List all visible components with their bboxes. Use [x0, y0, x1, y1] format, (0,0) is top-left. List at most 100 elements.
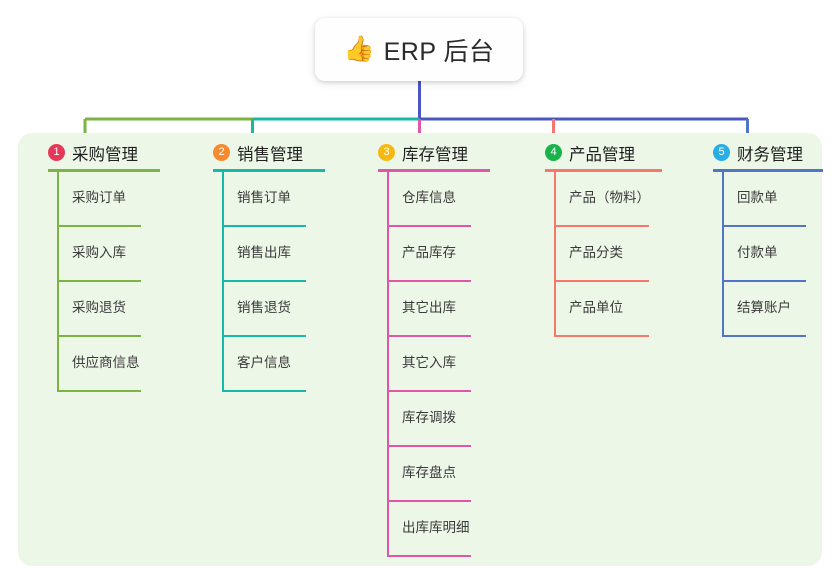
- branch-item[interactable]: 付款单: [698, 227, 822, 282]
- branch-item[interactable]: 销售出库: [198, 227, 363, 282]
- branch-item-rule: [554, 225, 649, 227]
- branch-header-rule-1: [48, 169, 160, 172]
- branch-item-label: 销售订单: [237, 190, 291, 205]
- branch-item-label: 库存盘点: [402, 465, 456, 480]
- branch-spine-4: [554, 172, 556, 337]
- branch-item-rule: [222, 280, 306, 282]
- branch-item-rule: [387, 500, 471, 502]
- branch-item[interactable]: 仓库信息: [363, 172, 530, 227]
- branch-item-rule: [57, 335, 141, 337]
- branch-item-rule: [222, 390, 306, 392]
- branch-item[interactable]: 出库库明细: [363, 502, 530, 557]
- branch-header-rule-5: [713, 169, 823, 172]
- thumbs-up-icon: 👍: [343, 35, 375, 63]
- branch-item[interactable]: 库存盘点: [363, 447, 530, 502]
- branch-item[interactable]: 销售订单: [198, 172, 363, 227]
- branch-item-label: 销售退货: [237, 300, 291, 315]
- branch-item[interactable]: 销售退货: [198, 282, 363, 337]
- branch-badge-4: 4: [545, 144, 562, 161]
- branch-item-rule: [57, 390, 141, 392]
- branch-item-rule: [57, 280, 141, 282]
- branch-title-2: 销售管理: [237, 145, 303, 164]
- branch-header-3[interactable]: 3 库存管理: [363, 133, 530, 172]
- branch-badge-1: 1: [48, 144, 65, 161]
- branch-item[interactable]: 客户信息: [198, 337, 363, 392]
- branch-item[interactable]: 其它入库: [363, 337, 530, 392]
- branch-column-1: 1 采购管理采购订单采购入库采购退货供应商信息: [33, 133, 198, 392]
- branch-title-1: 采购管理: [72, 145, 138, 164]
- branch-spine-5: [722, 172, 724, 337]
- branch-item-rule: [387, 390, 471, 392]
- root-node[interactable]: 👍 ERP 后台: [315, 18, 523, 81]
- branch-item-label: 产品库存: [402, 245, 456, 260]
- branch-item-label: 客户信息: [237, 355, 291, 370]
- branch-items-3: 仓库信息产品库存其它出库其它入库库存调拨库存盘点出库库明细: [363, 172, 530, 557]
- branch-item[interactable]: 供应商信息: [33, 337, 198, 392]
- branch-header-rule-3: [378, 169, 490, 172]
- branch-item-label: 结算账户: [737, 300, 791, 315]
- branch-title-5: 财务管理: [737, 145, 803, 164]
- branch-item-rule: [387, 555, 471, 557]
- branch-item[interactable]: 产品（物料）: [530, 172, 698, 227]
- branch-badge-3: 3: [378, 144, 395, 161]
- branch-spine-1: [57, 172, 59, 392]
- branch-item-rule: [387, 335, 471, 337]
- branch-spine-3: [387, 172, 389, 557]
- branch-header-1[interactable]: 1 采购管理: [33, 133, 198, 172]
- branch-item-label: 采购退货: [72, 300, 126, 315]
- branch-title-4: 产品管理: [569, 145, 635, 164]
- branch-item-label: 产品单位: [569, 300, 623, 315]
- branch-items-2: 销售订单销售出库销售退货客户信息: [198, 172, 363, 392]
- branch-item-label: 库存调拨: [402, 410, 456, 425]
- branch-title-3: 库存管理: [402, 145, 468, 164]
- branch-items-1: 采购订单采购入库采购退货供应商信息: [33, 172, 198, 392]
- branch-item-label: 采购入库: [72, 245, 126, 260]
- branch-item-label: 销售出库: [237, 245, 291, 260]
- branch-column-4: 4 产品管理产品（物料） 产品分类产品单位: [530, 133, 698, 337]
- branch-item-rule: [554, 280, 649, 282]
- branch-header-4[interactable]: 4 产品管理: [530, 133, 698, 172]
- branch-column-5: 5 财务管理回款单付款单结算账户: [698, 133, 823, 337]
- branch-item[interactable]: 其它出库: [363, 282, 530, 337]
- branch-item[interactable]: 产品分类: [530, 227, 698, 282]
- branch-item[interactable]: 产品单位: [530, 282, 698, 337]
- branch-header-rule-2: [213, 169, 325, 172]
- branch-item-label: 采购订单: [72, 190, 126, 205]
- branch-item[interactable]: 采购退货: [33, 282, 198, 337]
- branch-item[interactable]: 回款单: [698, 172, 822, 227]
- branch-item-rule: [722, 225, 806, 227]
- branch-item-rule: [722, 280, 806, 282]
- branch-item[interactable]: 采购入库: [33, 227, 198, 282]
- branch-item-rule: [554, 335, 649, 337]
- branch-item-rule: [222, 225, 306, 227]
- root-title: ERP 后台: [383, 37, 495, 66]
- branch-items-4: 产品（物料） 产品分类产品单位: [530, 172, 698, 337]
- branch-item-rule: [387, 445, 471, 447]
- branch-item[interactable]: 结算账户: [698, 282, 822, 337]
- branch-item-rule: [57, 225, 141, 227]
- branch-item-label: 其它出库: [402, 300, 456, 315]
- branch-item-label: 仓库信息: [402, 190, 456, 205]
- branch-item-rule: [387, 280, 471, 282]
- branch-item-label: 其它入库: [402, 355, 456, 370]
- branch-item-label: 产品（物料）: [569, 190, 650, 205]
- branch-item[interactable]: 库存调拨: [363, 392, 530, 447]
- branch-badge-5: 5: [713, 144, 730, 161]
- branch-header-rule-4: [545, 169, 662, 172]
- branch-item[interactable]: 产品库存: [363, 227, 530, 282]
- branch-item-label: 出库库明细: [402, 520, 470, 535]
- branch-item-rule: [387, 225, 471, 227]
- branch-items-5: 回款单付款单结算账户: [698, 172, 822, 337]
- branch-item-label: 回款单: [737, 190, 778, 205]
- branch-item-label: 供应商信息: [72, 355, 140, 370]
- branch-column-3: 3 库存管理仓库信息产品库存其它出库其它入库库存调拨库存盘点出库库明细: [363, 133, 530, 557]
- branch-header-5[interactable]: 5 财务管理: [698, 133, 823, 172]
- branch-item[interactable]: 采购订单: [33, 172, 198, 227]
- branch-spine-2: [222, 172, 224, 392]
- branch-item-rule: [722, 335, 806, 337]
